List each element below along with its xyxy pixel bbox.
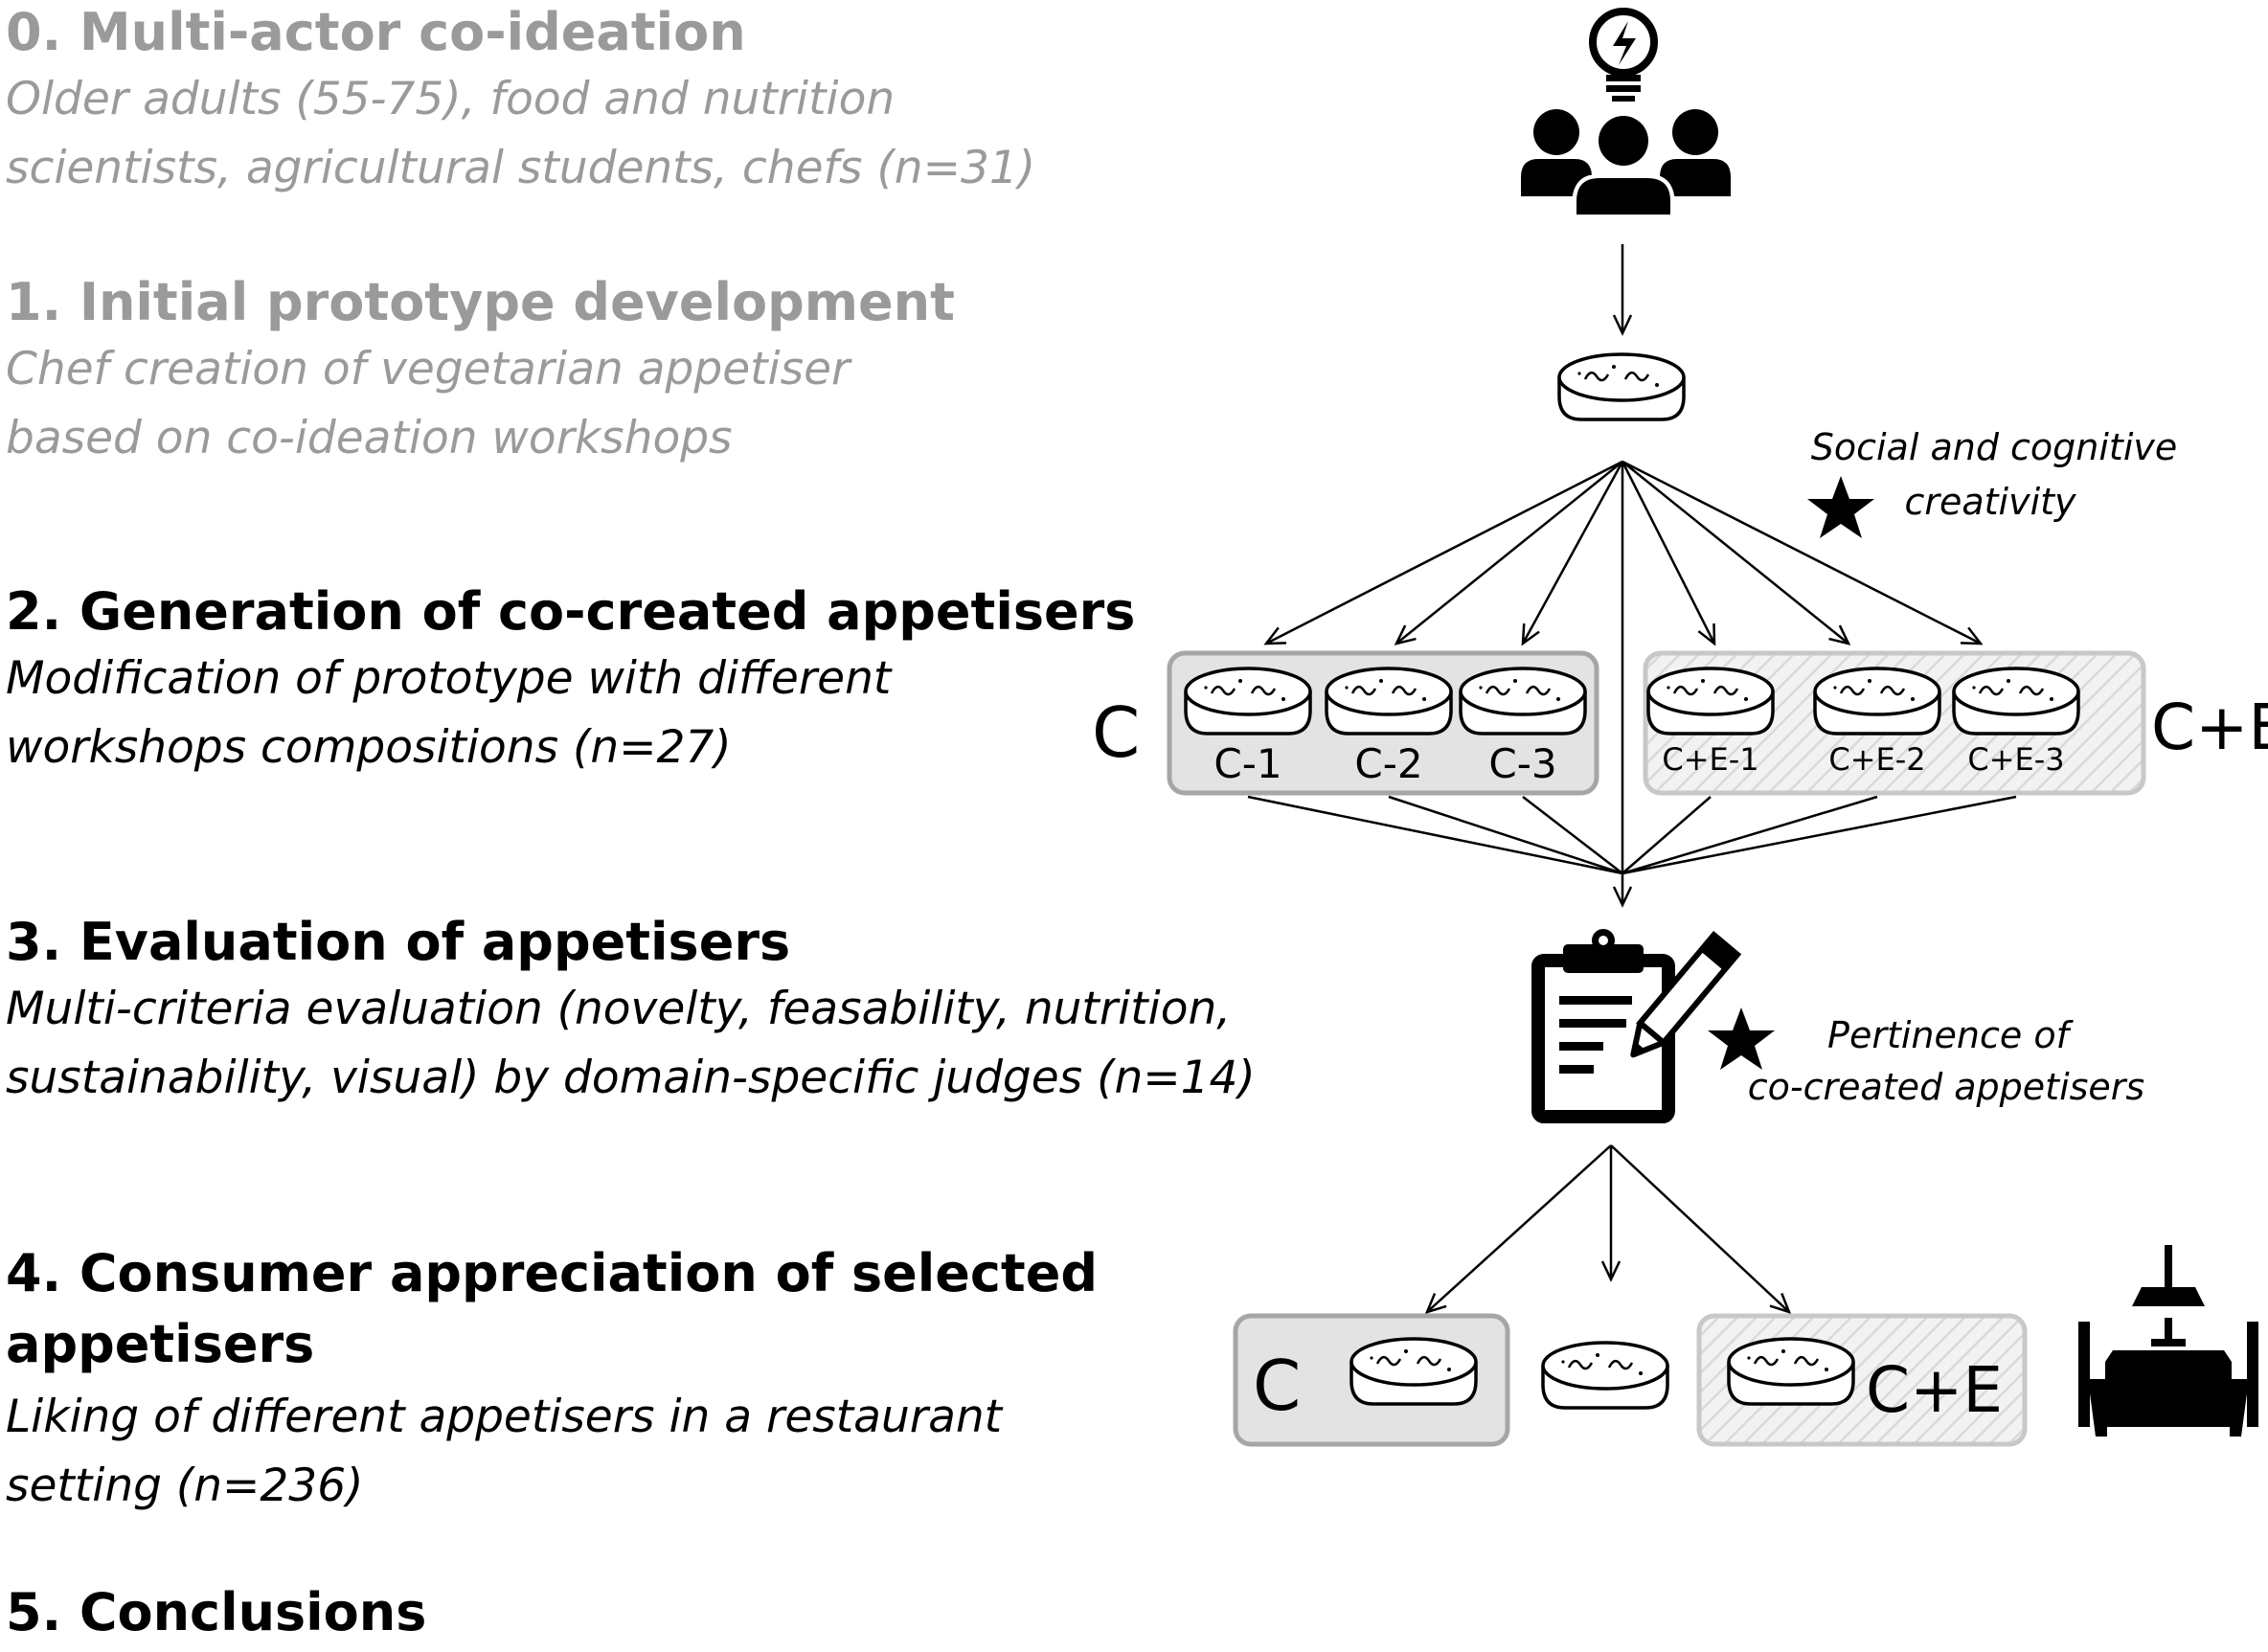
fan-out-arrows — [1263, 460, 1984, 908]
step-4: 4. Consumer appreciation of selected app… — [6, 1241, 1098, 1521]
ce-item-1-label: C+E-1 — [1662, 741, 1758, 778]
step-0: 0. Multi-actor co-ideation Older adults … — [6, 0, 1035, 203]
step-4-title-line-1: 4. Consumer appreciation of selected — [6, 1243, 1098, 1303]
final-c-label: C — [1253, 1346, 1301, 1426]
step-0-desc-line-2: scientists, agricultural students, chefs… — [6, 142, 1036, 194]
appetiser-icon — [1541, 1341, 1669, 1410]
step-4-title-line-2: appetisers — [6, 1314, 315, 1374]
annotation-creativity-line-2: creativity — [1904, 481, 2076, 523]
c-item-3-label: C-3 — [1488, 740, 1556, 787]
step-1-title: 1. Initial prototype development — [6, 272, 955, 332]
annotation-creativity-line-1: Social and cognitive — [1811, 426, 2178, 468]
step-1-desc-line-1: Chef creation of vegetarian appetiser — [6, 343, 850, 396]
step-0-desc-line-1: Older adults (55-75), food and nutrition — [6, 73, 896, 125]
c-item-1-label: C-1 — [1213, 740, 1281, 787]
step-4-desc-line-2: setting (n=236) — [6, 1460, 364, 1512]
step-5-title: 5. Conclusions — [6, 1582, 427, 1642]
annotation-pertinence-line-1: Pertinence of — [1827, 1014, 2075, 1056]
converging-lines — [1247, 795, 2017, 875]
people-group-icon — [1521, 109, 1731, 220]
step-4-desc-line-1: Liking of different appetisers in a rest… — [6, 1391, 1003, 1443]
c-item-2-label: C-2 — [1354, 740, 1422, 787]
ce-item-3-label: C+E-3 — [1967, 741, 2064, 778]
step-3-title: 3. Evaluation of appetisers — [6, 912, 791, 972]
step-1: 1. Initial prototype development Chef cr… — [6, 270, 955, 473]
group-c-label: C — [1092, 692, 1140, 773]
step-3-desc-line-1: Multi-criteria evaluation (novelty, feas… — [6, 983, 1232, 1035]
step-2-title: 2. Generation of co-created appetisers — [6, 581, 1136, 642]
step-2-desc-line-2: workshops compositions (n=27) — [6, 721, 732, 774]
step-2-desc-line-1: Modification of prototype with different — [6, 652, 892, 705]
appetiser-icon — [1557, 352, 1686, 421]
selection-arrows — [1424, 1144, 1792, 1314]
step-0-title: 0. Multi-actor co-ideation — [6, 2, 746, 62]
restaurant-table-icon — [2078, 1245, 2258, 1437]
step-3: 3. Evaluation of appetisers Multi-criter… — [6, 910, 1256, 1113]
annotation-pertinence-line-2: co-created appetisers — [1748, 1066, 2144, 1108]
final-ce-label: C+E — [1866, 1353, 2003, 1427]
group-ce-label: C+E — [2151, 690, 2268, 764]
step-3-desc-line-2: sustainability, visual) by domain-specif… — [6, 1052, 1256, 1104]
star-icon — [1708, 1007, 1775, 1070]
clipboard-pencil-icon — [1531, 929, 1742, 1123]
step-1-desc-line-2: based on co-ideation workshops — [6, 412, 733, 464]
step-5: 5. Conclusions — [6, 1580, 426, 1645]
lightbulb-icon — [1589, 8, 1658, 102]
ce-item-2-label: C+E-2 — [1828, 741, 1925, 778]
step-2: 2. Generation of co-created appetisers M… — [6, 579, 1135, 782]
star-icon — [1807, 476, 1874, 538]
